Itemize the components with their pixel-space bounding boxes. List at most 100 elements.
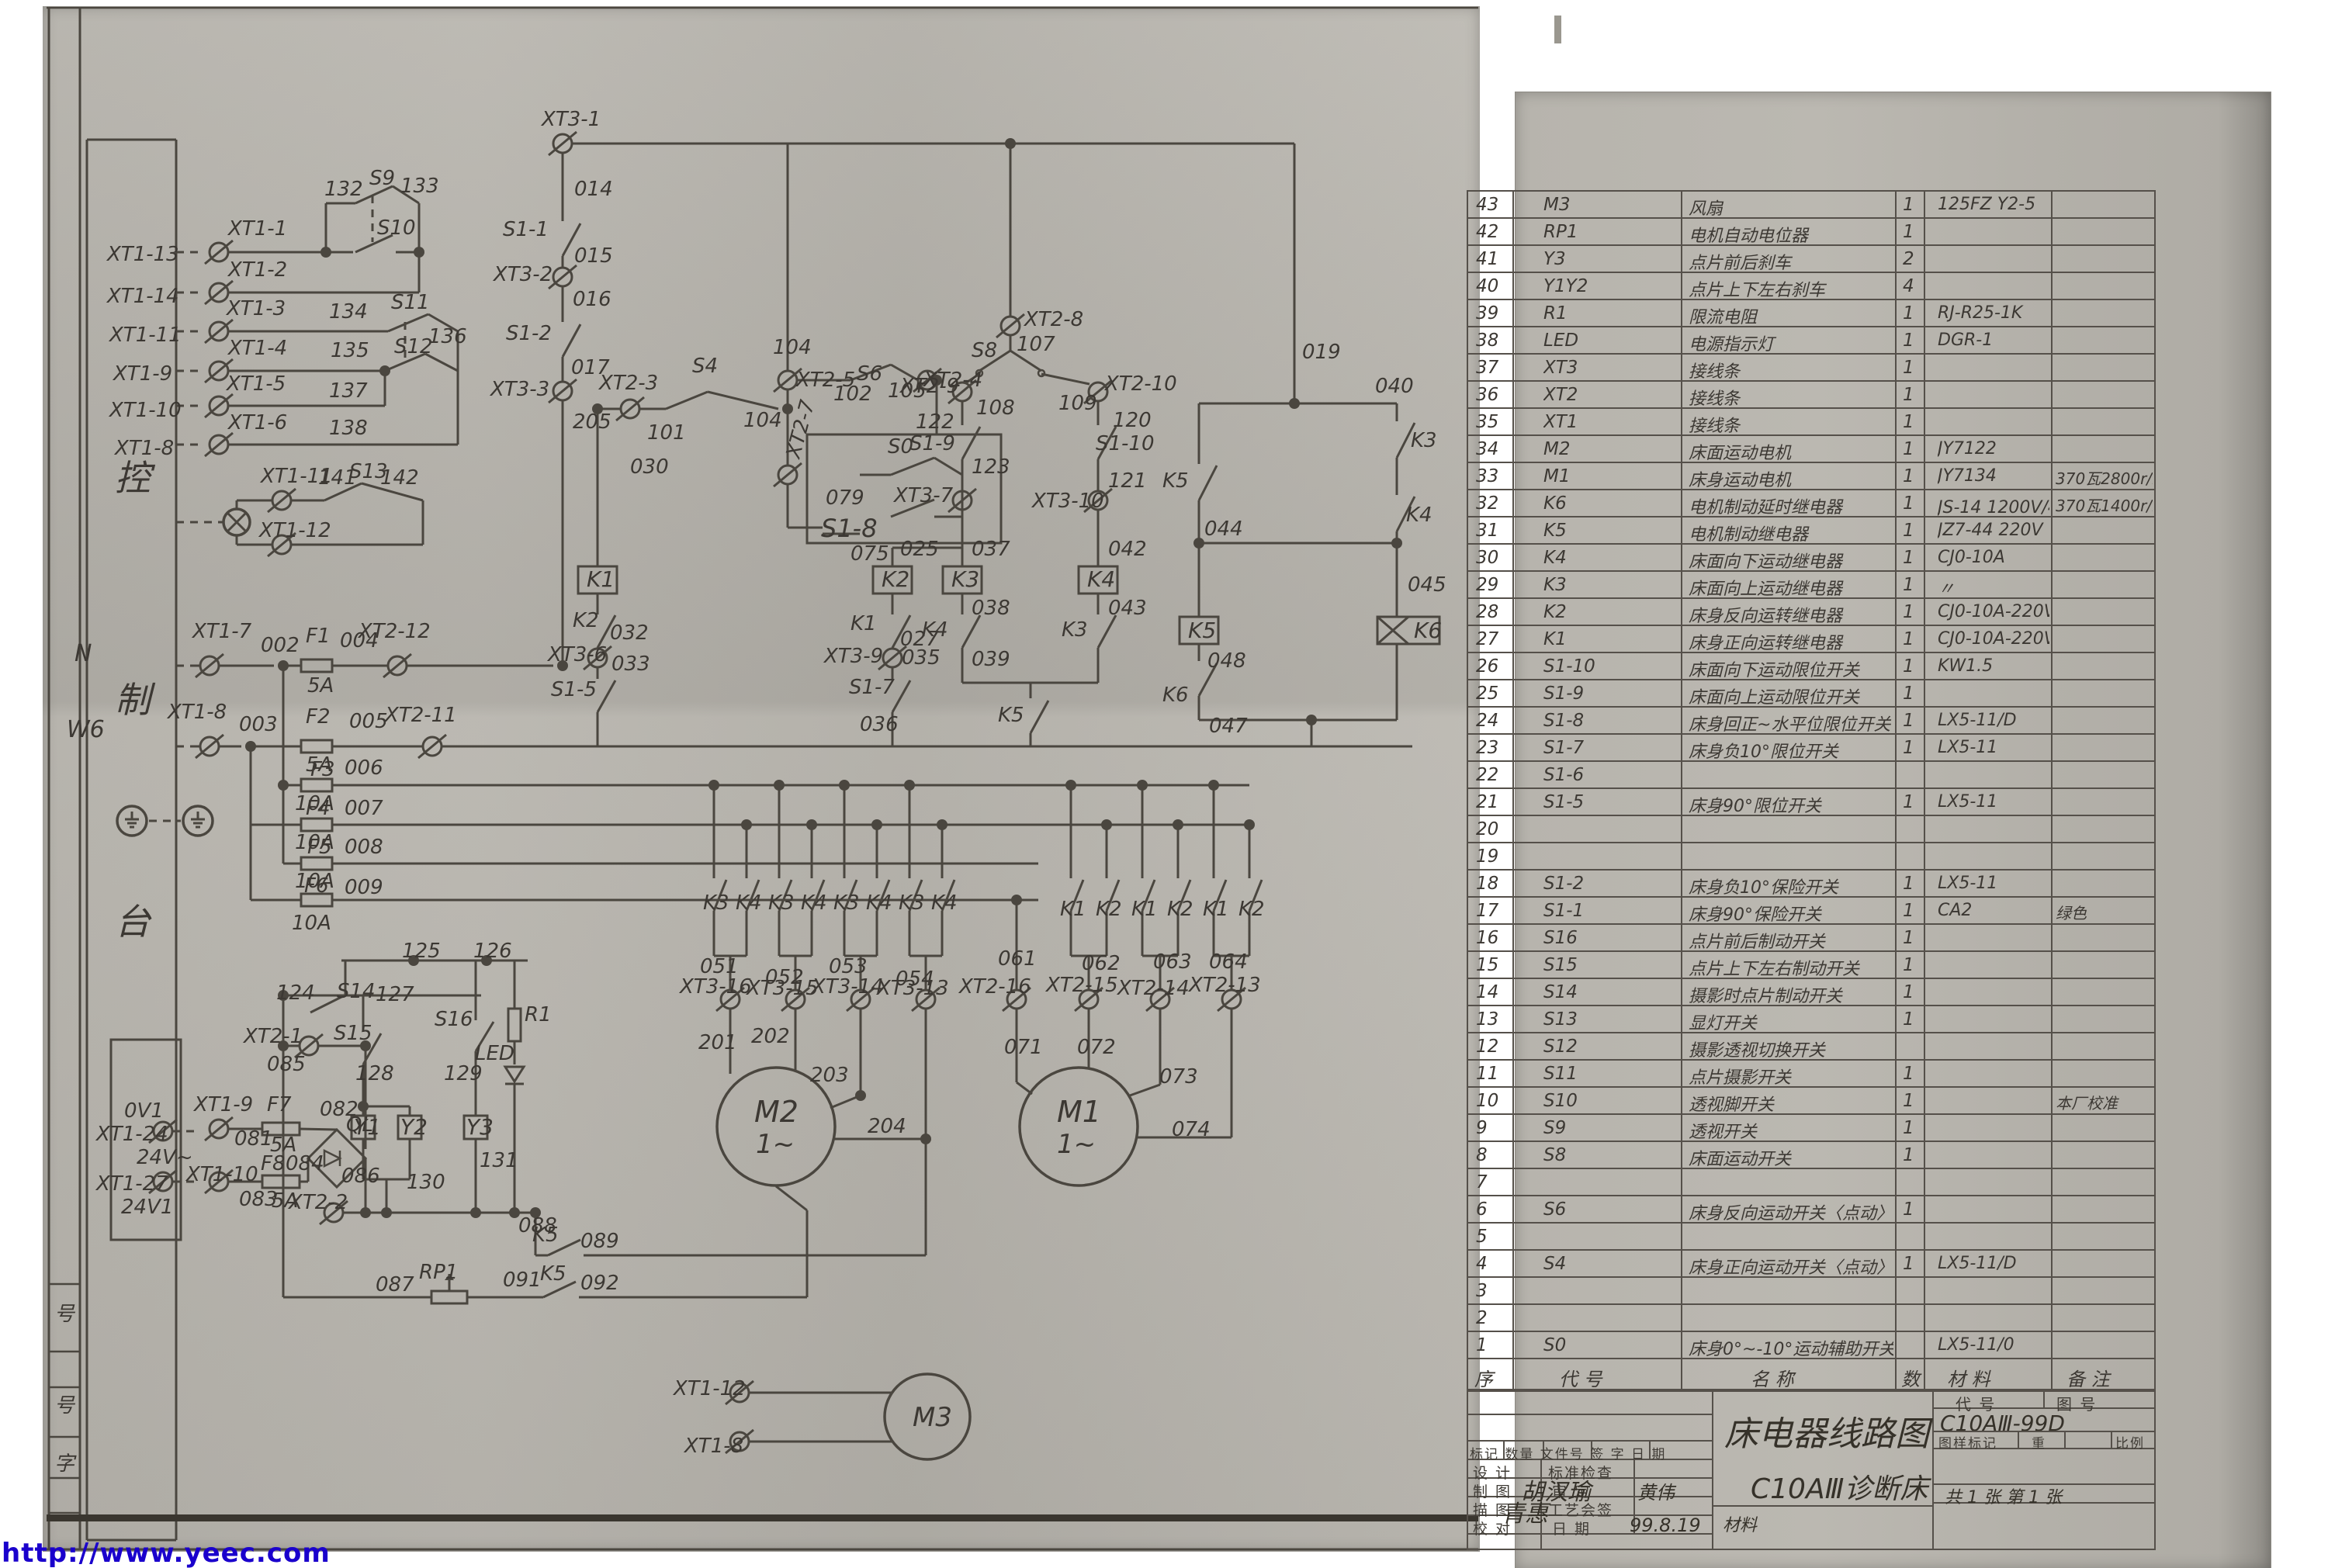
wire — [204, 358, 234, 384]
component-spec: LX5-11 — [1938, 792, 1998, 812]
table-gridline — [1467, 760, 2154, 762]
schematic-label: F4 — [306, 797, 331, 820]
table-gridline — [1512, 190, 1514, 1390]
wire — [1212, 879, 1228, 912]
schematic-label: 019 — [1302, 341, 1341, 364]
schematic-label: XT1-8 — [683, 1435, 743, 1458]
component-qty: 1 — [1903, 928, 1914, 948]
wire — [810, 879, 826, 912]
schematic-label: Y1 — [354, 1114, 381, 1140]
schematic-label: 002 — [261, 634, 300, 657]
schematic-label: 092 — [580, 1272, 619, 1295]
schematic-label: XT1-27 — [95, 1172, 168, 1196]
schematic-label: 10A — [295, 870, 334, 893]
schematic-label: XT2-4 — [922, 369, 982, 392]
component-name: 透视脚开关 — [1689, 1096, 1775, 1115]
component-circle — [222, 507, 251, 537]
row-number: 6 — [1476, 1199, 1488, 1220]
wire — [547, 1238, 581, 1257]
schematic-label: K1 — [1203, 898, 1229, 921]
wire — [773, 367, 802, 393]
table-gridline — [1467, 1032, 2154, 1033]
titleblock-line — [1591, 1440, 1592, 1459]
draftsman-signature: 胡汉瑜 — [1521, 1479, 1591, 1506]
component-name: 床身回正~水平位限位开关 — [1689, 715, 1891, 735]
component-qty: 1 — [1903, 412, 1914, 432]
schematic-label: 079 — [826, 486, 864, 510]
component-name: 摄影时点片制动开关 — [1689, 987, 1843, 1006]
table-gridline — [1467, 462, 2154, 463]
schematic-label: K2 — [882, 566, 909, 592]
schematic-label: K4 — [1087, 566, 1115, 592]
component-qty: 1 — [1903, 1254, 1914, 1274]
component-code: RP1 — [1543, 222, 1578, 242]
titleblock-line — [1932, 1483, 2154, 1485]
component-qty: 1 — [1903, 874, 1914, 894]
schematic-label: K4 — [866, 891, 892, 915]
junction-dot — [782, 403, 793, 414]
junction-dot — [1101, 819, 1112, 830]
junction-dot — [1391, 538, 1402, 549]
wire — [387, 313, 429, 333]
component-name: 电源指示灯 — [1689, 335, 1775, 355]
component-code: M3 — [1543, 195, 1571, 215]
component-name: 接线条 — [1689, 417, 1741, 436]
schematic-label: Y2 — [400, 1114, 428, 1140]
component-box — [397, 1114, 423, 1141]
schematic-label: 132 — [324, 178, 363, 201]
margin-label: 号 — [54, 1303, 76, 1326]
titleblock-line — [1932, 1431, 2154, 1432]
titleblock-line — [1467, 1477, 1712, 1479]
table-gridline — [1467, 625, 2154, 626]
junction-dot — [806, 819, 817, 830]
terminal-icon — [999, 315, 1021, 337]
wire — [878, 645, 907, 671]
junction-dot — [481, 955, 492, 966]
wire — [310, 995, 344, 1014]
component-code: R1 — [1543, 303, 1568, 324]
component-qty: 1 — [1903, 982, 1914, 1002]
wire — [891, 680, 912, 713]
component-spec: 〃 — [1938, 580, 1956, 599]
schematic-label: XT1-11 — [108, 324, 182, 347]
titleblock-line — [1467, 1514, 1712, 1516]
signature-headers: 标记 数量 文件号 签 字 日 期 — [1470, 1447, 1667, 1462]
wire — [934, 456, 963, 476]
led-icon — [503, 1065, 526, 1085]
bridge-rectifier-icon — [306, 1127, 368, 1189]
component-qty: 1 — [1903, 303, 1914, 324]
component-name: 风扇 — [1689, 199, 1723, 219]
schematic-label: 015 — [574, 244, 613, 268]
schematic-label: XT1-24 — [95, 1123, 168, 1146]
table-gridline — [1467, 1358, 2154, 1359]
junction-dot — [1306, 715, 1317, 725]
margin-label: 字 — [54, 1452, 77, 1476]
schematic-label: XT1-1 — [227, 217, 287, 241]
component-note: 本厂校准 — [2056, 1094, 2118, 1113]
row-number: 28 — [1476, 602, 1499, 622]
row-number: 29 — [1476, 575, 1499, 595]
material-label: 材料 — [1723, 1516, 1758, 1535]
sheet-count: 共 1 张 第 1 张 — [1945, 1488, 2062, 1507]
schematic-label: XT2-5 — [795, 369, 855, 392]
component-name: 透视开关 — [1689, 1123, 1758, 1142]
component-qty: 1 — [1903, 629, 1914, 649]
component-note: 370瓦2800r/min — [2056, 469, 2153, 488]
terminal-icon — [552, 380, 573, 402]
wire — [195, 652, 224, 679]
schematic-label: K5 — [540, 1262, 566, 1286]
proof-label: 校 对 — [1473, 1521, 1512, 1538]
component-box — [300, 892, 334, 908]
schematic-label: XT1-8 — [166, 701, 227, 724]
schematic-label: XT3-1 — [540, 108, 601, 131]
row-number: 26 — [1476, 656, 1499, 677]
row-number: 37 — [1476, 358, 1499, 378]
table-gridline — [1467, 1249, 2154, 1251]
date-label: 日 期 — [1552, 1521, 1592, 1538]
schematic-label: XT1-10 — [108, 399, 182, 422]
terminal-icon — [208, 320, 230, 342]
wire — [911, 986, 941, 1012]
schematic-label: 017 — [571, 356, 610, 379]
schematic-label: M1 — [1057, 1095, 1101, 1129]
wire — [424, 352, 459, 372]
